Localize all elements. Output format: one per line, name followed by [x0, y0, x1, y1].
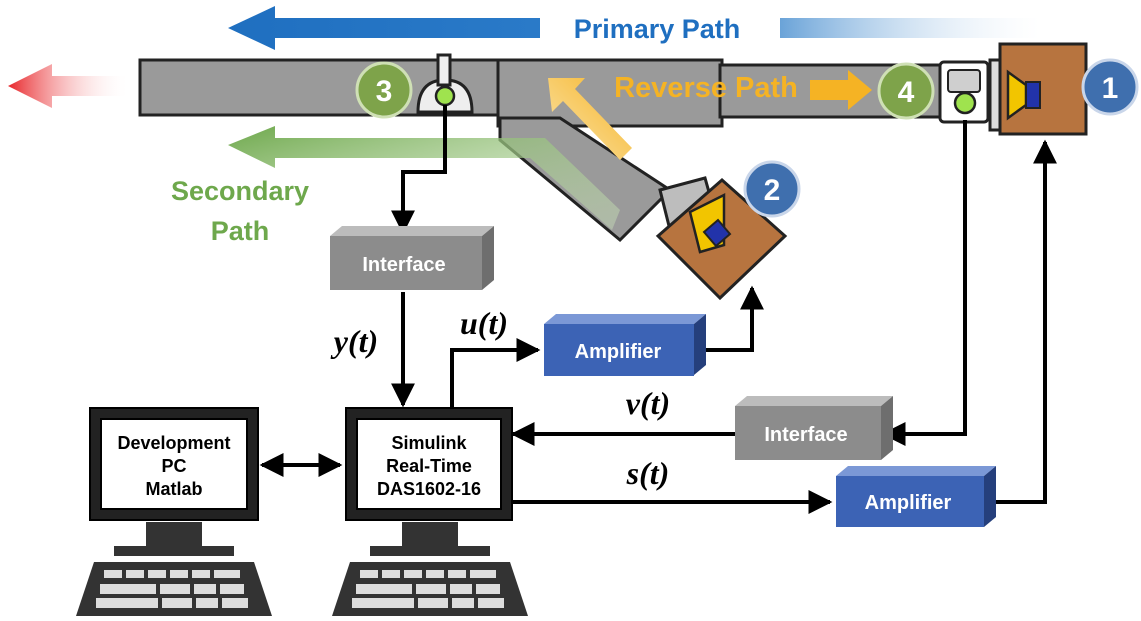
- marker-2: 2: [743, 160, 801, 218]
- svg-text:Matlab: Matlab: [145, 479, 202, 499]
- reference-microphone-icon: [938, 60, 990, 124]
- amplifier-block-bottom: Amplifier: [836, 466, 996, 527]
- marker-1: 1: [1081, 58, 1139, 116]
- secondary-path-arrow: [228, 126, 620, 230]
- exhaust-arrow: [8, 64, 130, 108]
- signal-wires: [259, 105, 1057, 514]
- primary-path-arrow: [228, 6, 1040, 50]
- primary-speaker-icon: [988, 42, 1088, 136]
- reverse-path-label: Reverse Path: [614, 72, 798, 104]
- secondary-path-label-line2: Path: [211, 216, 270, 246]
- svg-text:DAS1602-16: DAS1602-16: [377, 479, 481, 499]
- svg-text:3: 3: [376, 75, 393, 108]
- realtime-pc-icon: Simulink Real-Time DAS1602-16: [332, 407, 528, 616]
- signal-label-y: y(t): [330, 323, 378, 359]
- signal-label-v: v(t): [626, 385, 670, 421]
- amplifier-block-top: Amplifier: [544, 314, 706, 376]
- svg-text:Development: Development: [117, 433, 230, 453]
- secondary-path-label-line1: Secondary: [171, 176, 309, 206]
- primary-path-label: Primary Path: [574, 14, 741, 44]
- svg-text:Amplifier: Amplifier: [865, 492, 952, 514]
- development-pc-icon: Development PC Matlab: [76, 407, 272, 616]
- svg-text:2: 2: [764, 174, 781, 207]
- signal-label-u: u(t): [460, 305, 508, 341]
- error-microphone-icon: [416, 53, 474, 114]
- svg-text:Amplifier: Amplifier: [575, 341, 662, 363]
- interface-block-right: Interface: [735, 396, 893, 460]
- svg-text:Simulink: Simulink: [391, 433, 467, 453]
- marker-4: 4: [877, 62, 935, 120]
- svg-text:Interface: Interface: [362, 254, 445, 276]
- signal-label-s: s(t): [626, 455, 670, 491]
- svg-text:PC: PC: [161, 456, 186, 476]
- svg-text:Interface: Interface: [764, 424, 847, 446]
- interface-block-top: Interface: [330, 226, 494, 290]
- svg-text:1: 1: [1102, 72, 1119, 105]
- svg-text:Real-Time: Real-Time: [386, 456, 472, 476]
- marker-3: 3: [355, 61, 413, 119]
- svg-text:4: 4: [898, 76, 915, 109]
- reverse-path-arrow: [548, 70, 872, 160]
